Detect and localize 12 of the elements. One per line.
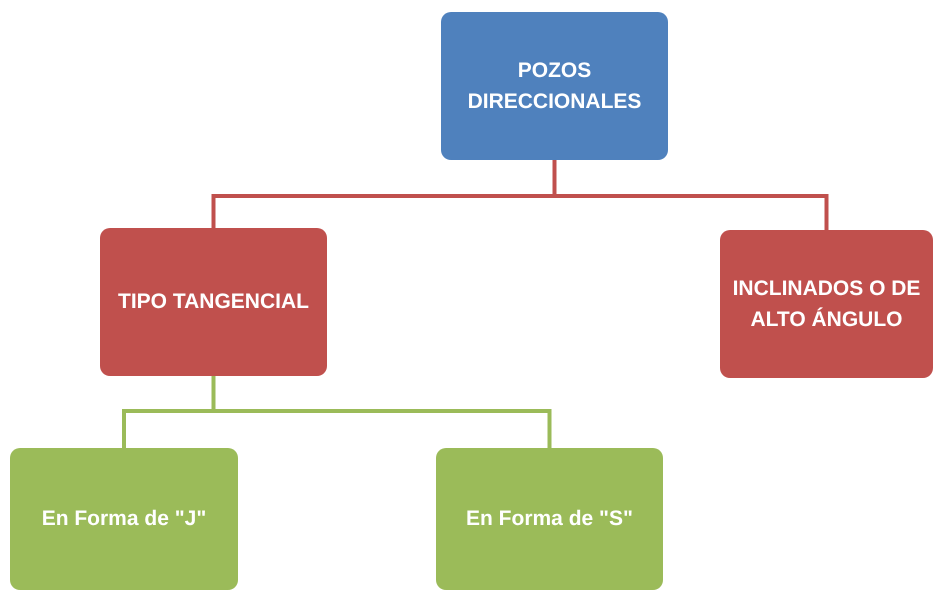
connector-line — [552, 160, 828, 230]
box-label: En Forma de "J" — [42, 506, 206, 532]
box-label: POZOS DIRECCIONALES — [466, 58, 642, 115]
category-box — [10, 448, 238, 590]
connector-line — [212, 376, 552, 448]
box-label: TIPO TANGENCIAL — [118, 289, 309, 316]
category-box — [720, 230, 933, 378]
category-box — [441, 12, 668, 160]
box-label: En Forma de "S" — [466, 506, 633, 532]
category-box — [436, 448, 663, 590]
box-label: INCLINADOS O DE ALTO ÁNGULO — [732, 276, 922, 333]
category-box — [100, 228, 327, 376]
